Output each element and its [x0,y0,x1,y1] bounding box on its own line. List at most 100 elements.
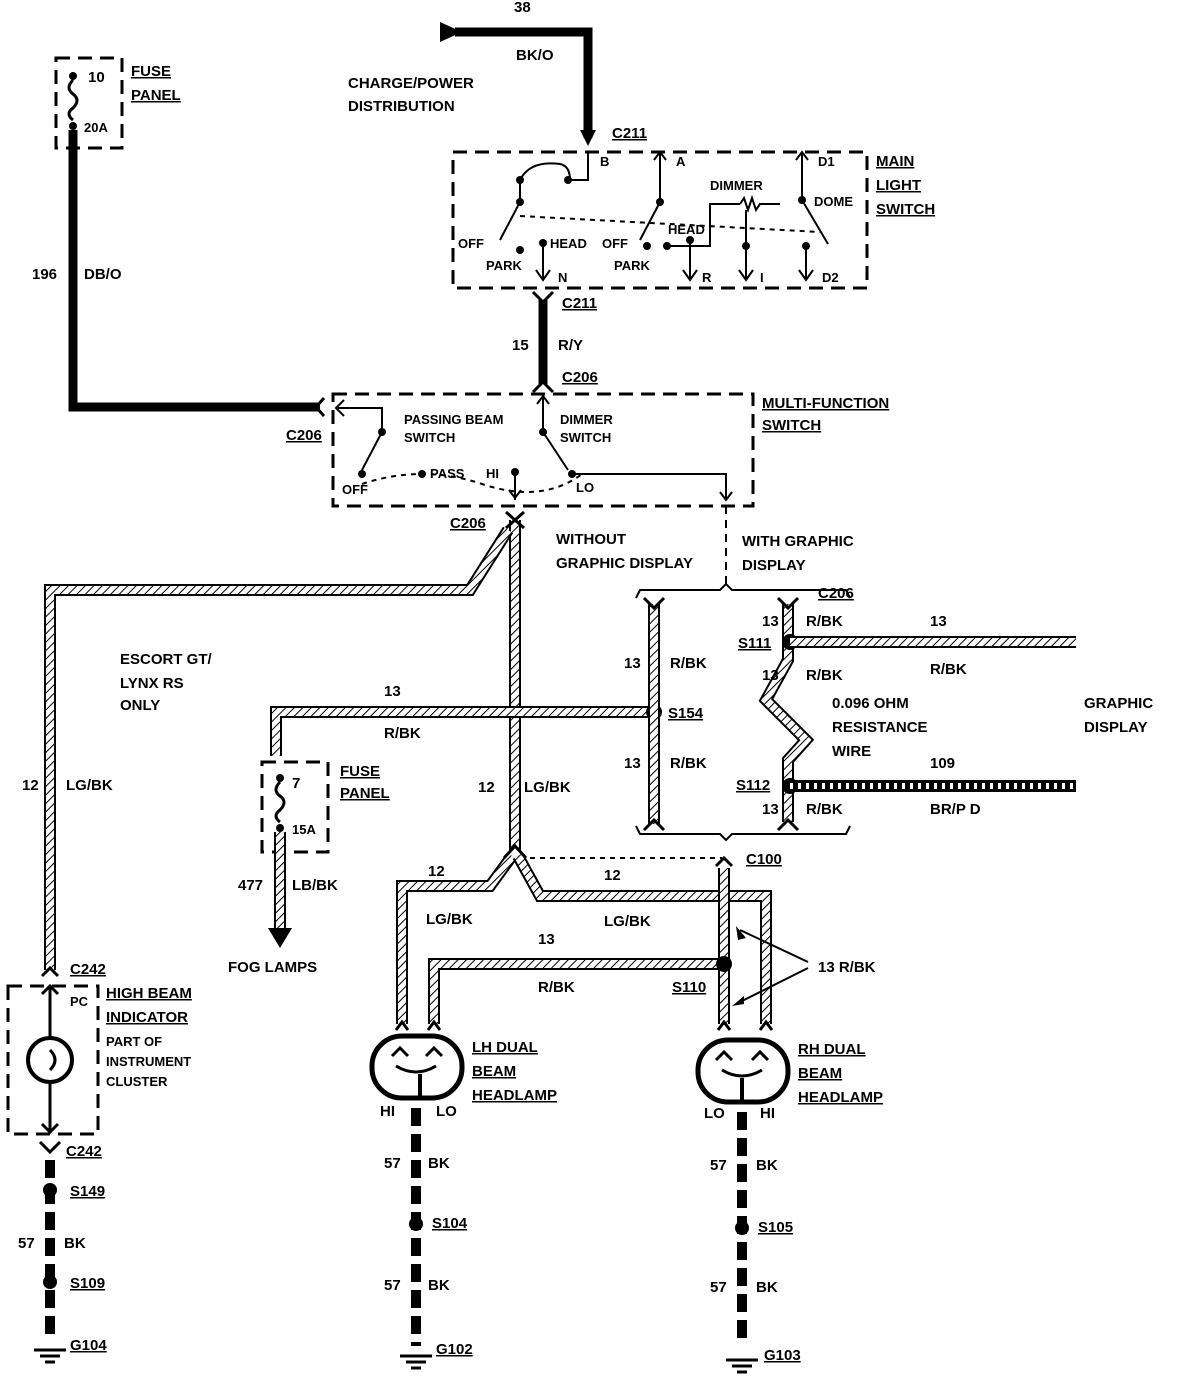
grh-splice: S105 [758,1219,793,1236]
fog-out-circuit: 477 [238,877,263,894]
fog-fuse-name-2: PANEL [340,785,390,802]
multi-function-switch: MULTI-FUNCTION SWITCH C206 C206 PASSING … [286,392,889,532]
lg-center-circuit: 12 [478,779,495,796]
terminal-r: R [702,270,712,285]
fuse-panel-top: 10 20A FUSE PANEL [54,56,181,150]
rbk-circuit: 13 [538,931,555,948]
wire-196-color: DB/O [84,266,122,283]
wire-15-circuit: 15 [512,337,529,354]
grh-color1: BK [756,1157,778,1174]
fog-color: R/BK [384,725,421,742]
fog-branch: 13 R/BK S154 [270,683,704,756]
graphic-out-color: R/BK [930,661,967,678]
terminal-i: I [760,270,764,285]
hbi-note-3: CLUSTER [106,1074,168,1089]
rh-lg-color: LG/BK [604,913,651,930]
fuse-panel-fog: 7 15A FUSE PANEL 477 LB/BK FOG LAMPS [228,760,390,976]
terminal-b: B [600,154,609,169]
without-label-2: GRAPHIC DISPLAY [556,555,693,572]
graphic-splice1: S111 [738,635,771,652]
gl-color: BK [64,1235,86,1252]
label-off-1: OFF [458,236,484,251]
source-label-2: DISTRIBUTION [348,98,455,115]
mfs-name-1: MULTI-FUNCTION [762,395,889,412]
graphic-out2-circuit: 109 [930,755,955,772]
rh-name-3: HEADLAMP [798,1089,883,1106]
rh-name-2: BEAM [798,1065,842,1082]
rh-lo: LO [704,1105,725,1122]
lg-center-color: LG/BK [524,779,571,796]
mfs-hi: HI [486,466,499,481]
hbi-note-2: INSTRUMENT [106,1054,191,1069]
dimmer-switch-label-2: SWITCH [560,430,611,445]
hbi-pc: PC [70,994,89,1009]
main-switch-name-1: MAIN [876,153,914,170]
label-head-1: HEAD [550,236,587,251]
wire-196-circuit: 196 [32,266,57,283]
feed-circuit: 38 [514,0,531,16]
grh-circuit2: 57 [710,1279,727,1296]
mfs-off: OFF [342,482,368,497]
fog-circuit: 13 [384,683,401,700]
resistance-3: WIRE [832,743,871,760]
label-head-2: HEAD [668,222,705,237]
graphic-top-color: R/BK [806,613,843,630]
rh-headlamp: RH DUAL BEAM HEADLAMP LO HI [695,1037,883,1122]
main-switch-connector: C211 [612,125,647,142]
terminal-n: N [558,270,567,285]
splice-s110 [716,956,732,972]
fuse-top-name-2: PANEL [131,87,181,104]
wire-15: C211 15 R/Y C206 [512,290,598,394]
without-upper-color: R/BK [670,655,707,672]
lh-lg-circuit: 12 [428,863,445,880]
lh-name-3: HEADLAMP [472,1087,557,1104]
main-switch-name-3: SWITCH [876,201,935,218]
passing-beam-label-1: PASSING BEAM [404,412,503,427]
lh-lg-color: LG/BK [426,911,473,928]
dimmer-switch-label-1: DIMMER [560,412,613,427]
with-label-2: DISPLAY [742,557,806,574]
grh-ground: G103 [764,1347,801,1364]
graphic-out-circuit: 13 [930,613,947,630]
lh-name-1: LH DUAL [472,1039,538,1056]
feed-color: BK/O [516,47,554,64]
label-park-1: PARK [486,258,522,273]
gl-splice2: S109 [70,1275,105,1292]
terminal-d1: D1 [818,154,835,169]
graphic-bottom-color: R/BK [806,801,843,818]
lh-hi: HI [380,1103,395,1120]
graphic-mid-circuit: 13 [762,667,779,684]
without-label-1: WITHOUT [556,531,626,548]
fog-fuse-name-1: FUSE [340,763,380,780]
glh-color2: BK [428,1277,450,1294]
label-park-2: PARK [614,258,650,273]
graphic-bottom-circuit: 13 [762,801,779,818]
fuse-top-number: 10 [88,69,105,86]
rh-lg-circuit: 12 [604,867,621,884]
fog-out-color: LB/BK [292,877,338,894]
escort-note-3: ONLY [120,697,160,714]
wire-15-color: R/Y [558,337,583,354]
lg-left-color: LG/BK [66,777,113,794]
with-label-1: WITH GRAPHIC [742,533,854,550]
resistance-2: RESISTANCE [832,719,928,736]
graphic-connector: C206 [818,585,854,602]
source-label-1: CHARGE/POWER [348,75,474,92]
passing-beam-label-2: SWITCH [404,430,455,445]
lg-left-circuit: 12 [22,777,39,794]
mfs-lo: LO [576,480,594,495]
glh-circuit1: 57 [384,1155,401,1172]
callout-13-rbk: 13 R/BK [818,959,876,976]
graphic-splice2: S112 [736,777,770,794]
hbi-note-1: PART OF [106,1034,162,1049]
graphic-out2-color: BR/P D [930,801,981,818]
label-dome: DOME [814,194,853,209]
terminal-a: A [676,154,686,169]
ground-lh: 57 BK S104 57 BK G102 [384,1108,473,1370]
fog-fuse-number: 7 [292,775,300,792]
grh-circuit1: 57 [710,1157,727,1174]
fog-load: FOG LAMPS [228,959,317,976]
graphic-top-circuit: 13 [762,613,779,630]
mfs-connector-left: C206 [286,427,322,444]
